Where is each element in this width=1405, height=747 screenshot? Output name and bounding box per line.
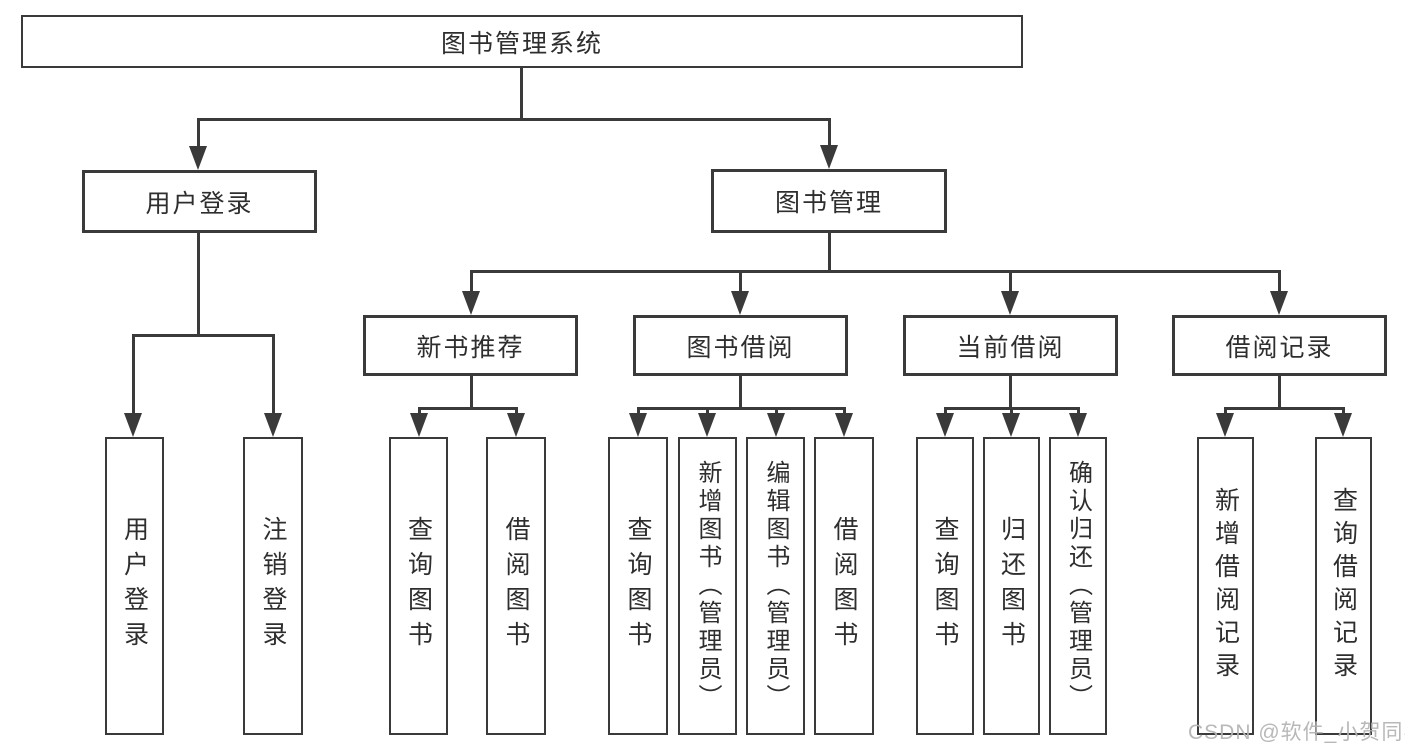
leaf-cb-return-label: 归还图书: [997, 516, 1026, 656]
edge-user-login-rail: [132, 334, 275, 337]
arrow-to-nb-borrow: [507, 413, 525, 437]
csdn-watermark: CSDN @软件_小贺同学: [1188, 721, 1405, 744]
arrow-to-new-books: [462, 291, 480, 315]
edge-current-stem: [1009, 376, 1012, 409]
arrow-to-leaf-user-login: [124, 413, 142, 437]
arrow-to-records: [1270, 291, 1288, 315]
leaf-bb-query: 查询图书: [608, 437, 668, 735]
leaf-cb-query-label: 查询图书: [931, 516, 959, 656]
node-current: 当前借阅: [903, 315, 1118, 376]
leaf-bb-edit: 编辑图书（管理员）: [746, 437, 805, 735]
edge-to-leaf-logout: [272, 334, 275, 416]
arrow-to-borrow: [731, 291, 749, 315]
leaf-br-query: 查询借阅记录: [1315, 437, 1372, 735]
leaf-nb-borrow-label: 借阅图书: [502, 516, 530, 656]
edge-to-current: [1009, 270, 1012, 294]
arrow-to-leaf-logout: [264, 413, 282, 437]
arrow-to-cb-confirm: [1069, 413, 1087, 437]
node-borrow-label: 图书借阅: [686, 333, 795, 362]
leaf-br-add-label: 新增借阅记录: [1211, 487, 1240, 685]
edge-records-stem: [1278, 376, 1281, 409]
leaf-bb-borrow-label: 借阅图书: [830, 516, 858, 656]
leaf-cb-query: 查询图书: [916, 437, 974, 735]
arrow-to-br-query: [1334, 413, 1352, 437]
arrow-to-book-mgmt: [820, 145, 838, 169]
edge-to-book-mgmt: [828, 118, 831, 148]
edge-to-leaf-user-login: [132, 334, 135, 416]
arrow-to-bb-borrow: [835, 413, 853, 437]
edge-root-rail: [197, 118, 831, 121]
arrow-to-nb-query: [410, 413, 428, 437]
node-records-label: 借阅记录: [1225, 333, 1334, 362]
arrow-to-user-login: [189, 146, 207, 170]
node-new-books-label: 新书推荐: [416, 333, 525, 362]
arrow-to-current: [1001, 291, 1019, 315]
node-root: 图书管理系统: [21, 15, 1023, 68]
leaf-br-query-label: 查询借阅记录: [1329, 487, 1358, 685]
leaf-logout-label: 注销登录: [259, 516, 287, 656]
arrow-to-bb-add: [698, 413, 716, 437]
node-user-login: 用户登录: [82, 170, 317, 233]
leaf-cb-return: 归还图书: [983, 437, 1040, 735]
edge-book-mgmt-rail: [470, 270, 1281, 273]
arrow-to-br-add: [1216, 413, 1234, 437]
edge-borrow-rail: [637, 407, 846, 410]
edge-new-books-stem: [470, 376, 473, 409]
edge-borrow-stem: [739, 376, 742, 409]
leaf-cb-confirm-label: 确认归还（管理员）: [1064, 460, 1092, 712]
edge-root-stem: [520, 68, 523, 119]
leaf-cb-confirm: 确认归还（管理员）: [1049, 437, 1107, 735]
leaf-bb-add-label: 新增图书（管理员）: [694, 460, 721, 712]
edge-user-login-stem: [197, 233, 200, 336]
node-new-books: 新书推荐: [363, 315, 578, 376]
edge-to-borrow: [739, 270, 742, 294]
arrow-to-cb-query: [936, 413, 954, 437]
leaf-user-login: 用户登录: [105, 437, 164, 735]
node-current-label: 当前借阅: [956, 333, 1065, 362]
arrow-to-bb-edit: [767, 413, 785, 437]
leaf-user-login-label: 用户登录: [120, 516, 149, 656]
node-book-mgmt-label: 图书管理: [774, 189, 883, 217]
leaf-bb-add: 新增图书（管理员）: [678, 437, 737, 735]
node-root-label: 图书管理系统: [440, 29, 603, 58]
node-borrow: 图书借阅: [633, 315, 848, 376]
edge-records-rail: [1224, 407, 1345, 410]
leaf-bb-borrow: 借阅图书: [814, 437, 874, 735]
leaf-nb-query: 查询图书: [389, 437, 448, 735]
leaf-br-add: 新增借阅记录: [1197, 437, 1254, 735]
arrow-to-cb-return: [1002, 413, 1020, 437]
edge-to-new-books: [470, 270, 473, 294]
leaf-bb-query-label: 查询图书: [624, 516, 652, 656]
edge-book-mgmt-stem: [828, 233, 831, 273]
leaf-nb-borrow: 借阅图书: [486, 437, 546, 735]
edge-to-records: [1278, 270, 1281, 294]
leaf-bb-edit-label: 编辑图书（管理员）: [762, 460, 789, 712]
edge-new-books-rail: [418, 407, 518, 410]
leaf-logout: 注销登录: [243, 437, 303, 735]
node-user-login-label: 用户登录: [145, 189, 254, 218]
arrow-to-bb-query: [629, 413, 647, 437]
edge-to-user-login: [197, 118, 200, 150]
leaf-nb-query-label: 查询图书: [404, 516, 433, 656]
node-records: 借阅记录: [1172, 315, 1387, 376]
node-book-mgmt: 图书管理: [711, 169, 947, 233]
